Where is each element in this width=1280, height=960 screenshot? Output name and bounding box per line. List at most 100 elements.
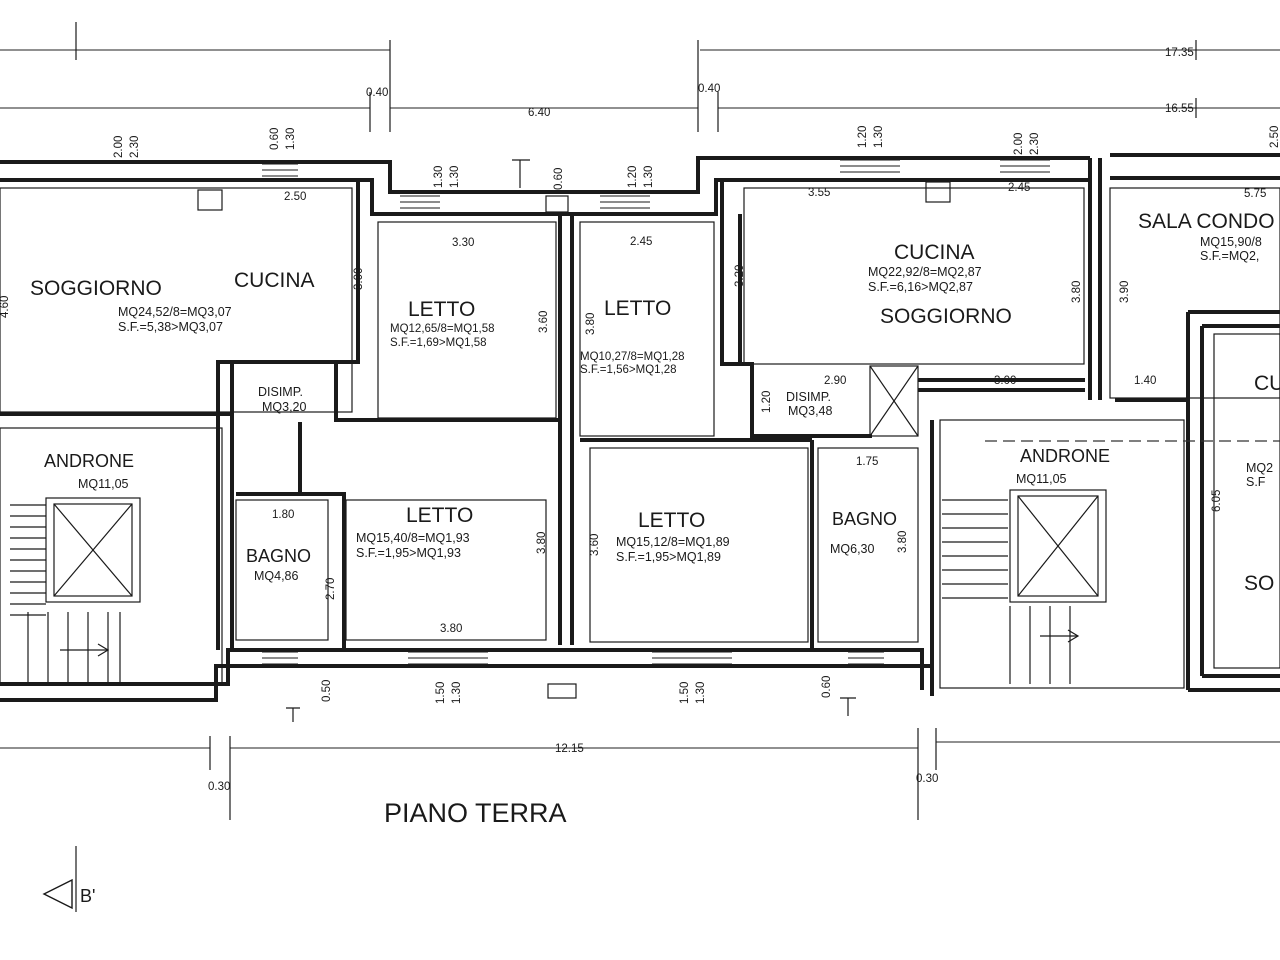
room-bagno-left-area: MQ4,86 (254, 569, 299, 583)
section-markers (286, 159, 856, 722)
dim-win-top-7b: 2.30 (1029, 133, 1041, 155)
dim-win-top-8: 2.50 (1269, 126, 1280, 148)
dim-cucina-right-depth2: 3.80 (1071, 281, 1083, 303)
dim-win-bot-4: 0.60 (821, 676, 833, 698)
elevator-shaft-mid (869, 365, 919, 437)
dim-letto1-width: 3.30 (452, 237, 474, 249)
dim-androne-right-h: 6.05 (1211, 490, 1223, 512)
stairs-left (10, 504, 121, 684)
dim-win-top-4: 0.60 (553, 168, 565, 190)
top-dimension-lines (0, 22, 1280, 132)
dim-bagno-right-h: 3.80 (897, 531, 909, 553)
room-disimp-right-area: MQ3,48 (788, 404, 833, 418)
dim-letto3-w: 3.80 (440, 623, 462, 635)
room-disimp-left-area: MQ3,20 (262, 400, 307, 414)
room-letto-3: LETTO (406, 504, 473, 527)
dim-bottom-right-gap: 0.30 (916, 773, 938, 785)
room-cucina-left-area: MQ24,52/8=MQ3,07 (118, 305, 232, 319)
section-b-marker (42, 846, 77, 912)
room-cucina-left-sf: S.F.=5,38>MQ3,07 (118, 320, 223, 334)
dim-letto3-h: 3.80 (536, 532, 548, 554)
dim-win-top-2b: 1.30 (285, 128, 297, 150)
room-androne-left: ANDRONE (44, 451, 134, 471)
dim-top-second: 16.55 (1165, 103, 1194, 115)
interior-walls (0, 180, 1280, 696)
plan-title: PIANO TERRA (384, 798, 567, 828)
room-disimp-left: DISIMP. (258, 385, 303, 399)
dim-top-total: 17.35 (1165, 47, 1194, 59)
room-sala-condo-area: MQ15,90/8 (1200, 235, 1262, 249)
dim-corridor-right: 3.00 (994, 375, 1016, 387)
room-cucina-right-area: MQ22,92/8=MQ2,87 (868, 265, 982, 279)
room-androne-right-area: MQ11,05 (1016, 472, 1067, 486)
room-soggiorno-right: SOGGIORNO (880, 305, 1012, 328)
room-letto-1-area: MQ12,65/8=MQ1,58 (390, 323, 495, 335)
room-letto-4: LETTO (638, 509, 705, 532)
room-cucina-left: CUCINA (234, 269, 315, 292)
dim-disimp-right-h: 1.20 (761, 391, 773, 413)
dim-gap-right: 0.40 (698, 83, 720, 95)
dim-disimp-right-w: 2.90 (824, 375, 846, 387)
room-disimp-right: DISIMP. (786, 390, 831, 404)
dim-win-top-1b: 2.30 (129, 136, 141, 158)
room-letto-3-sf: S.F.=1,95>MQ1,93 (356, 546, 461, 560)
dim-cucina-right-a: 3.55 (808, 187, 830, 199)
dim-sala-width: 5.75 (1244, 188, 1266, 200)
dim-bagno-right-w: 1.75 (856, 456, 878, 468)
dim-win-top-5b: 1.30 (643, 166, 655, 188)
dim-bagno-left-h: 2.70 (325, 578, 337, 600)
dim-win-top-6a: 1.20 (857, 126, 869, 148)
room-bagno-left: BAGNO (246, 546, 311, 566)
room-sala-condo-sf: S.F.=MQ2, (1200, 249, 1259, 263)
room-cucina-right-sf: S.F.=6,16>MQ2,87 (868, 280, 973, 294)
room-bagno-right: BAGNO (832, 509, 897, 529)
room-letto-2: LETTO (604, 297, 671, 320)
dim-win-top-6b: 1.30 (873, 126, 885, 148)
dim-kitchen-left-width: 2.50 (284, 191, 306, 203)
dim-letto4-h: 3.60 (589, 534, 601, 556)
room-letto-4-sf: S.F.=1,95>MQ1,89 (616, 550, 721, 564)
dim-kitchen-left-depth: 3.00 (353, 268, 365, 290)
room-letto-4-area: MQ15,12/8=MQ1,89 (616, 535, 730, 549)
dim-cucina-right-b: 2.45 (1008, 182, 1030, 194)
dim-win-top-3b: 1.30 (449, 166, 461, 188)
room-androne-right: ANDRONE (1020, 446, 1110, 466)
room-letto-1: LETTO (408, 298, 475, 321)
dim-gap-left: 0.40 (366, 87, 388, 99)
dim-bagno-left-w: 1.80 (272, 509, 294, 521)
dim-bottom-total: 12.15 (555, 743, 584, 755)
room-cucina-right: CUCINA (894, 241, 975, 264)
section-b-label: B' (80, 886, 95, 906)
room-letto-1-sf: S.F.=1,69>MQ1,58 (390, 337, 487, 349)
dim-win-bot-1: 0.50 (321, 680, 333, 702)
dim-letto2-depth: 3.80 (585, 313, 597, 335)
room-cut-right-so: SO (1244, 572, 1274, 595)
room-letto-2-area: MQ10,27/8=MQ1,28 (580, 351, 685, 363)
dim-cucina-right-depth: 3.20 (734, 265, 746, 287)
dim-letto2-width: 2.45 (630, 236, 652, 248)
dim-win-top-7a: 2.00 (1013, 133, 1025, 155)
room-letto-3-area: MQ15,40/8=MQ1,93 (356, 531, 470, 545)
dim-win-bot-3b: 1.30 (695, 682, 707, 704)
inner-outlines (0, 187, 1280, 689)
room-letto-2-sf: S.F.=1,56>MQ1,28 (580, 364, 677, 376)
dim-corridor-right2: 1.40 (1134, 375, 1156, 387)
room-sala-condo: SALA CONDO (1138, 210, 1275, 233)
elevator-right (1009, 489, 1107, 603)
room-cut-right-sf: S.F (1246, 475, 1266, 489)
dim-win-top-2a: 0.60 (269, 128, 281, 150)
room-soggiorno-left: SOGGIORNO (30, 277, 162, 300)
dim-sala-depth: 3.90 (1119, 281, 1131, 303)
stairs-right (942, 499, 1080, 684)
dim-letto1-depth: 3.60 (538, 311, 550, 333)
bottom-dimension-lines (0, 728, 1280, 820)
dim-win-top-1a: 2.00 (113, 136, 125, 158)
windows-bottom (262, 651, 884, 699)
dim-win-bot-2a: 1.50 (435, 682, 447, 704)
room-androne-left-area: MQ11,05 (78, 477, 129, 491)
elevator-left (45, 497, 141, 603)
dim-win-bot-3a: 1.50 (679, 682, 691, 704)
dim-mid-span: 6.40 (528, 107, 550, 119)
room-bagno-right-area: MQ6,30 (830, 542, 875, 556)
